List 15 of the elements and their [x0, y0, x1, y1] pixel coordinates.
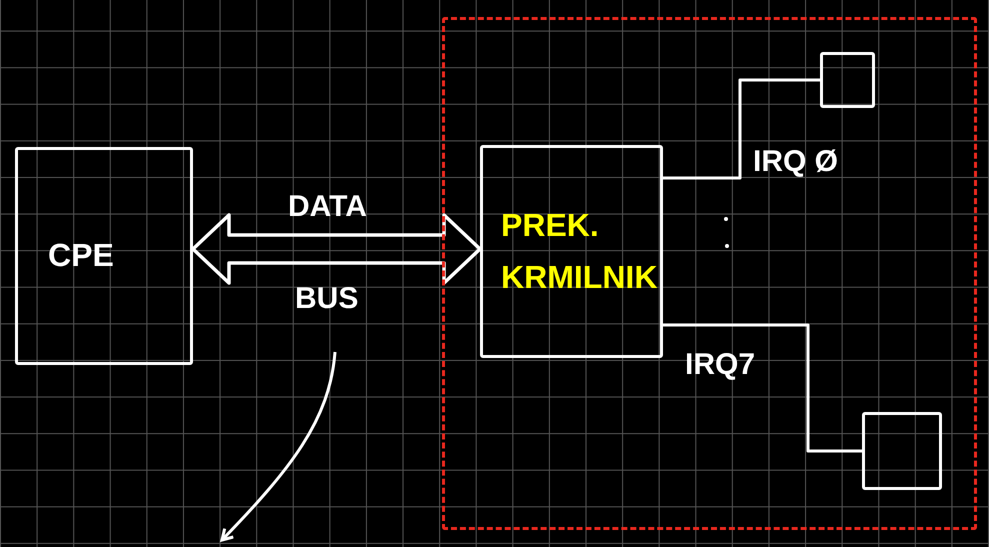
edge-label: IRQ7	[684, 348, 756, 382]
block-box	[15, 147, 193, 365]
block-label: PREK. KRMILNIK	[501, 206, 658, 296]
edge-label: IRQ Ø	[752, 145, 840, 179]
device-box	[862, 412, 942, 490]
block-box	[480, 145, 663, 358]
arrow	[220, 352, 336, 542]
device-box	[820, 52, 875, 108]
bus-label: DATA	[287, 190, 368, 224]
signal-line	[663, 324, 862, 452]
dashed-region	[442, 17, 977, 530]
bus-arrow	[191, 213, 482, 285]
signal-line	[663, 78, 820, 180]
block-label: CPE	[48, 236, 114, 276]
bus-label: BUS	[292, 282, 362, 316]
